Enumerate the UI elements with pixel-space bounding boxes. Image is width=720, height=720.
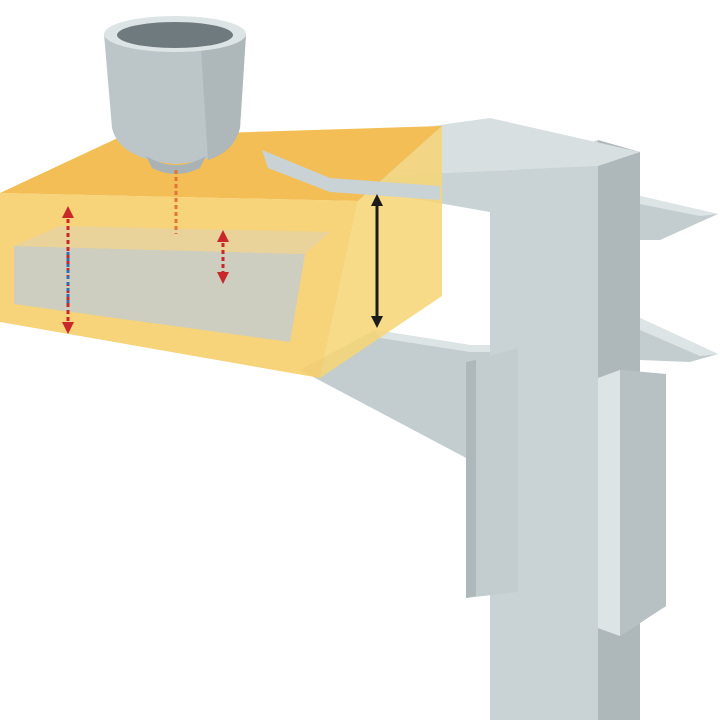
- sensor-shade: [200, 34, 246, 160]
- caliper-vernier-plate-face: [598, 370, 620, 636]
- caliper-slider-left: [466, 348, 518, 598]
- caliper-slider-left-face: [466, 360, 476, 598]
- caliper-lower-jaw: [300, 330, 500, 460]
- substrate-front: [14, 246, 305, 342]
- coating-veil: [14, 246, 305, 342]
- caliper-lower-jaw-edge: [375, 330, 500, 352]
- caliper-icon: [262, 118, 718, 720]
- sensor-tip: [146, 156, 206, 174]
- caliper-outer-jaw-upper-edge: [640, 196, 718, 216]
- caliper-upper-jaw-overlay: [262, 150, 440, 200]
- caliper-outer-jaw-lower-edge: [640, 318, 718, 356]
- distance-sensor-icon: [104, 16, 246, 174]
- sensor-bore: [117, 22, 233, 48]
- caliper-vernier-plate-side: [620, 370, 666, 636]
- substrate-top: [14, 226, 330, 254]
